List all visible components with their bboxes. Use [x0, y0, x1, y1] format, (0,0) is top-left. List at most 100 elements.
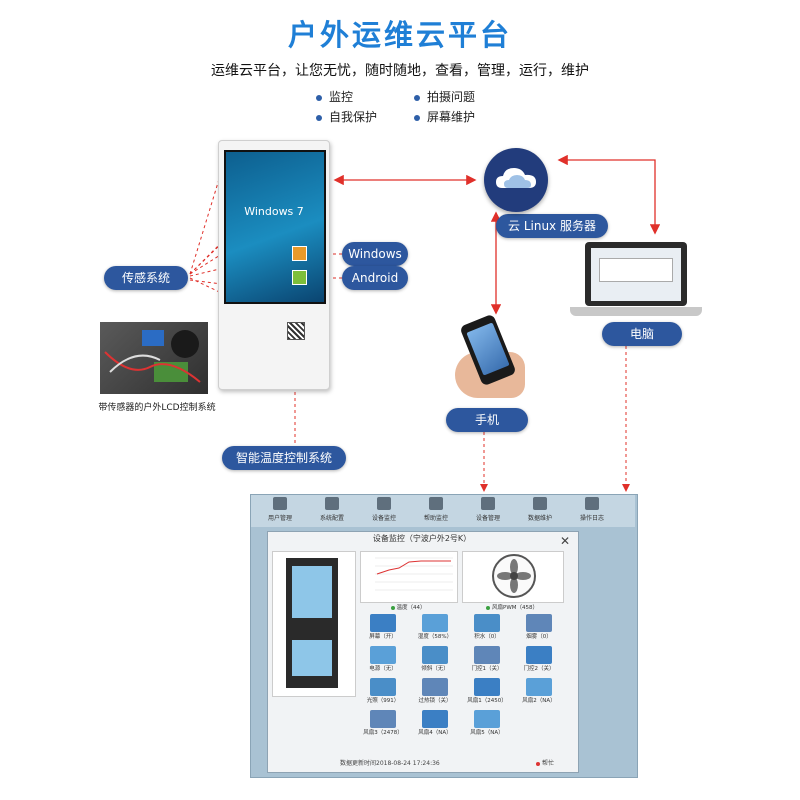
sensor-status-icon — [526, 614, 552, 632]
status-cell[interactable]: 湿度（58%） — [410, 614, 460, 640]
sensor-status-icon — [474, 614, 500, 632]
help-icon — [429, 497, 443, 510]
status-bar-time: 数据更新时间2018-08-24 17:24:36 — [340, 760, 440, 767]
computer-label: 电脑 — [602, 322, 682, 346]
status-cell-label: 门控2（关） — [523, 666, 555, 672]
status-cell-label: 门控1（关） — [471, 666, 503, 672]
bullet-icon — [316, 94, 322, 101]
status-cell[interactable]: 门控1（关） — [462, 646, 512, 672]
monitor-icon — [377, 497, 391, 510]
close-icon[interactable]: ✕ — [560, 534, 571, 548]
status-cell-label: 风扇1（2450） — [467, 698, 507, 704]
photo-caption: 带传感器的户外LCD控制系统 — [98, 403, 216, 413]
status-cell[interactable]: 风扇5（NA） — [462, 710, 512, 736]
status-dot-icon — [486, 605, 490, 610]
temp-caption: 温度（44） — [360, 603, 456, 611]
windows-logo: Windows 7 — [244, 205, 304, 218]
android-label: Android — [342, 266, 408, 290]
toolbar-item-device-manage[interactable]: 设备管理 — [465, 495, 511, 522]
user-icon — [273, 497, 287, 510]
dialog-title: 设备监控（宁波户外2号K） — [372, 534, 472, 543]
toolbar-item-data[interactable]: 数据维护 — [517, 495, 563, 522]
status-cell[interactable]: 电源（无） — [358, 646, 408, 672]
kiosk-screen — [224, 150, 326, 304]
status-cell[interactable]: 倾斜（无） — [410, 646, 460, 672]
status-cell-label: 光照（991） — [366, 698, 400, 704]
sensor-status-icon — [370, 646, 396, 664]
status-cell[interactable]: 过热锁（关） — [410, 678, 460, 704]
cloud-server-icon — [484, 148, 548, 212]
sensor-status-icon — [474, 646, 500, 664]
status-cell[interactable]: 风扇1（2450） — [462, 678, 512, 704]
temp-control-label: 智能温度控制系统 — [222, 446, 346, 470]
status-cell-label: 风扇2（NA） — [522, 698, 556, 704]
toolbar-item-device-monitor[interactable]: 设备监控 — [361, 495, 407, 522]
status-cell-label: 风扇5（NA） — [470, 730, 504, 736]
phone-label: 手机 — [446, 408, 528, 432]
sensor-status-icon — [474, 710, 500, 728]
bullet-icon — [414, 114, 420, 121]
sensor-status-icon — [422, 710, 448, 728]
status-cell-label: 倾斜（无） — [421, 666, 449, 672]
status-cell-label: 风扇4（NA） — [418, 730, 452, 736]
windows-app-icon — [292, 246, 307, 261]
toolbar-item-log[interactable]: 操作日志 — [569, 495, 615, 522]
status-cell-label: 过热锁（关） — [418, 698, 452, 704]
device-icon — [481, 497, 495, 510]
toolbar-item-help-monitor[interactable]: 帮助监控 — [413, 495, 459, 522]
bullet-icon — [414, 94, 420, 101]
temperature-chart — [360, 551, 458, 603]
status-cell[interactable]: 风扇4（NA） — [410, 710, 460, 736]
sensor-status-icon — [370, 710, 396, 728]
feature-item: 拍摄问题 — [414, 88, 475, 105]
status-dot-icon — [390, 605, 395, 610]
software-toolbar: 用户管理 系统配置 设备监控 帮助监控 设备管理 数据维护 操作日志 — [251, 495, 635, 527]
status-cell[interactable]: 屏幕（开） — [358, 614, 408, 640]
bullet-icon — [316, 114, 322, 121]
cabinet-screen-top — [292, 566, 332, 618]
qr-code-icon — [287, 322, 305, 340]
status-bar-help[interactable]: 帮忙 — [536, 758, 554, 767]
feature-item: 监控 — [316, 88, 353, 105]
android-app-icon — [292, 270, 307, 285]
fan-icon — [492, 554, 536, 598]
sensor-system-label: 传感系统 — [104, 266, 188, 290]
status-cell-label: 积水（0） — [474, 634, 500, 640]
config-icon — [325, 497, 339, 510]
status-cell-label: 湿度（58%） — [417, 634, 453, 640]
log-icon — [585, 497, 599, 510]
status-cell-label: 屏幕（开） — [369, 634, 397, 640]
sensor-status-icon — [422, 646, 448, 664]
status-cell[interactable]: 风扇3（2478） — [358, 710, 408, 736]
toolbar-item-config[interactable]: 系统配置 — [309, 495, 355, 522]
sensor-status-icon — [526, 678, 552, 696]
fan-caption: 风扇PWM（458） — [462, 603, 562, 611]
windows-label: Windows — [342, 242, 408, 266]
toolbar-item-users[interactable]: 用户管理 — [257, 495, 303, 522]
sensor-status-icon — [422, 614, 448, 632]
status-cell[interactable]: 光照（991） — [358, 678, 408, 704]
status-cell-label: 电源（无） — [369, 666, 397, 672]
feature-item: 自我保护 — [316, 108, 377, 125]
sensor-status-icon — [370, 678, 396, 696]
laptop-screen — [591, 248, 681, 301]
data-icon — [533, 497, 547, 510]
sensor-status-icon — [526, 646, 552, 664]
cabinet-screen-bottom — [292, 640, 332, 676]
laptop-base — [570, 307, 702, 316]
help-dot-icon — [536, 761, 540, 766]
sensor-status-icon — [474, 678, 500, 696]
status-cell[interactable]: 烟雾（0） — [514, 614, 564, 640]
status-grid: 屏幕（开） 湿度（58%） 积水（0） 烟雾（0） 电源（无） 倾斜（无） 门控1（关） 门控… — [358, 614, 568, 744]
page-subtitle: 运维云平台，让您无忧，随时随地，查看，管理，运行，维护 — [211, 63, 589, 79]
cloud-laptop-link — [557, 154, 661, 235]
status-cell[interactable]: 风扇2（NA） — [514, 678, 564, 704]
status-cell[interactable]: 积水（0） — [462, 614, 512, 640]
status-cell[interactable]: 门控2（关） — [514, 646, 564, 672]
sensor-hardware-photo — [100, 322, 208, 394]
status-cell-label: 风扇3（2478） — [363, 730, 403, 736]
sensor-status-icon — [370, 614, 396, 632]
cloud-server-label: 云 Linux 服务器 — [496, 214, 608, 238]
status-cell-label: 烟雾（0） — [526, 634, 552, 640]
page-title: 户外运维云平台 — [287, 18, 512, 52]
